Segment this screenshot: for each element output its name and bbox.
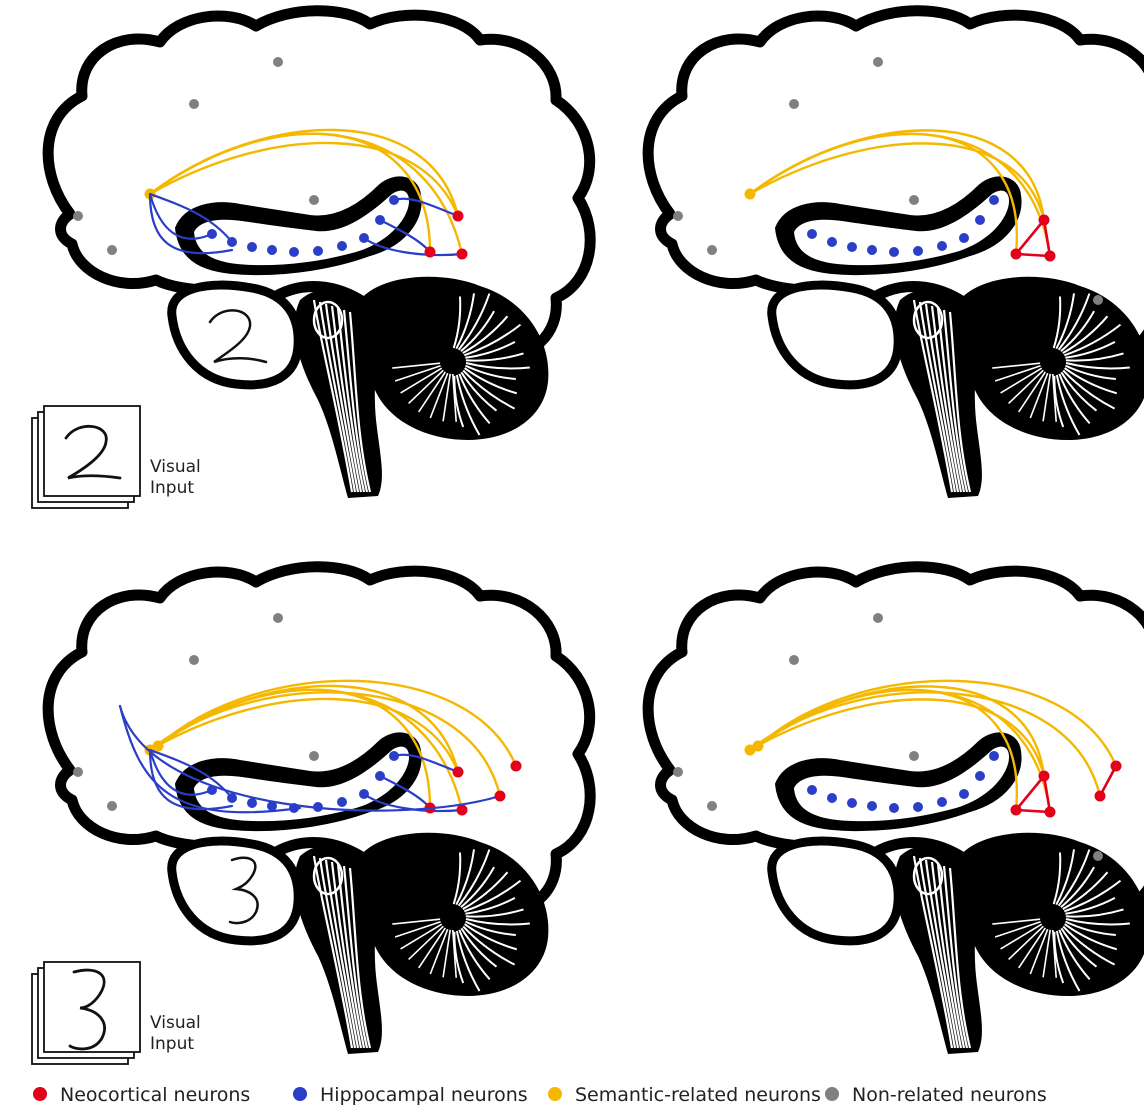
p2-hippocampal-neuron xyxy=(807,229,817,239)
p4-hippocampal-neuron xyxy=(847,798,857,808)
p3-nonrelated-neuron xyxy=(273,613,283,623)
p3-hippocampal-neuron xyxy=(337,797,347,807)
p4-hippocampal-neuron xyxy=(807,785,817,795)
p3-visual-input-frame xyxy=(44,962,140,1052)
p1-nonrelated-neuron xyxy=(73,211,83,221)
legend-hippocampal-marker xyxy=(293,1087,307,1101)
p2-neocortical-neuron xyxy=(1039,215,1050,226)
p1-visual-input-frame xyxy=(44,406,140,496)
p4-nonrelated-neuron xyxy=(707,801,717,811)
p4-thalamus xyxy=(772,841,898,941)
p1-hippocampal-neuron xyxy=(247,242,257,252)
p2-thalamus xyxy=(772,285,898,385)
p2-hippocampal-neuron xyxy=(827,237,837,247)
p3-hippocampal-neuron xyxy=(247,798,257,808)
p4-nonrelated-neuron xyxy=(789,655,799,665)
legend-neocortical-label: Neocortical neurons xyxy=(60,1084,250,1106)
p4-nonrelated-neuron xyxy=(673,767,683,777)
legend: Neocortical neurons Hippocampal neurons Se… xyxy=(33,1084,1047,1106)
panel-p3: VisualInput xyxy=(32,567,590,1064)
p2-nonrelated-neuron xyxy=(873,57,883,67)
panel-p1: VisualInput xyxy=(32,11,590,508)
p1-visual-input-label-line2: Input xyxy=(150,478,194,498)
p3-nonrelated-neuron xyxy=(73,767,83,777)
panels-layer: VisualInputVisualInput xyxy=(32,11,1144,1064)
p1-neocortical-neuron xyxy=(453,211,464,222)
p1-nonrelated-neuron xyxy=(273,57,283,67)
p1-hippocampal-neuron xyxy=(267,245,277,255)
p1-thalamus xyxy=(172,285,298,385)
p2-hippocampal-neuron xyxy=(959,233,969,243)
legend-semantic-label: Semantic-related neurons xyxy=(575,1084,821,1106)
p1-nonrelated-neuron xyxy=(107,245,117,255)
p3-thalamus xyxy=(172,841,298,941)
p3-neocortical-neuron xyxy=(453,767,464,778)
p3-visual-input: VisualInput xyxy=(32,962,201,1064)
p4-neocortical-neuron xyxy=(1039,771,1050,782)
p4-hippocampal-neuron xyxy=(975,771,985,781)
legend-hippocampal-label: Hippocampal neurons xyxy=(320,1084,528,1106)
legend-item-hippocampal: Hippocampal neurons xyxy=(293,1084,528,1106)
p2-hippocampal-neuron xyxy=(889,247,899,257)
p2-hippocampal-neuron xyxy=(847,242,857,252)
p1-hippocampal-neuron xyxy=(289,247,299,257)
p4-hippocampal-neuron xyxy=(913,802,923,812)
p1-neocortical-neuron xyxy=(457,249,468,260)
p3-neocortical-neuron xyxy=(495,791,506,802)
panel-p4 xyxy=(648,567,1144,1054)
p4-hippocampal-neuron xyxy=(937,797,947,807)
p4-nonrelated-neuron xyxy=(1093,851,1103,861)
p4-hippocampal-neuron xyxy=(889,803,899,813)
p3-visual-input-label-line1: Visual xyxy=(150,1013,201,1033)
p4-hippocampal-neuron xyxy=(867,801,877,811)
p2-nonrelated-neuron xyxy=(673,211,683,221)
p3-visual-input-label-line2: Input xyxy=(150,1034,194,1054)
p1-visual-input-label-line1: Visual xyxy=(150,457,201,477)
legend-nonrelated-marker xyxy=(825,1087,839,1101)
p2-hippocampal-neuron xyxy=(989,195,999,205)
p2-hippocampal-neuron xyxy=(867,245,877,255)
p2-neocortical-neuron xyxy=(1045,251,1056,262)
p1-hippocampal-neuron xyxy=(313,246,323,256)
legend-item-neocortical: Neocortical neurons xyxy=(33,1084,250,1106)
legend-neocortical-marker xyxy=(33,1087,47,1101)
p4-hippocampal-neuron xyxy=(959,789,969,799)
p4-nonrelated-neuron xyxy=(909,751,919,761)
p4-neocortical-neuron xyxy=(1011,805,1022,816)
p2-nonrelated-neuron xyxy=(1093,295,1103,305)
p4-nonrelated-neuron xyxy=(873,613,883,623)
p3-nonrelated-neuron xyxy=(107,801,117,811)
p4-neocortical-neuron xyxy=(1111,761,1122,772)
p2-hippocampal-neuron xyxy=(913,246,923,256)
legend-item-semantic: Semantic-related neurons xyxy=(548,1084,821,1106)
p1-hippocampal-neuron xyxy=(337,241,347,251)
p2-semantic-neuron xyxy=(745,189,756,200)
p1-nonrelated-neuron xyxy=(309,195,319,205)
legend-semantic-marker xyxy=(548,1087,562,1101)
p4-neocortical-neuron xyxy=(1095,791,1106,802)
p3-nonrelated-neuron xyxy=(189,655,199,665)
p3-neocortical-neuron xyxy=(511,761,522,772)
legend-item-nonrelated: Non-related neurons xyxy=(825,1084,1047,1106)
p4-hippocampal-neuron xyxy=(827,793,837,803)
p2-nonrelated-neuron xyxy=(707,245,717,255)
p4-hippocampal-neuron xyxy=(989,751,999,761)
p2-hippocampal-neuron xyxy=(937,241,947,251)
p1-neocortical-neuron xyxy=(425,247,436,258)
p3-nonrelated-neuron xyxy=(309,751,319,761)
p2-hippocampal-neuron xyxy=(975,215,985,225)
p2-nonrelated-neuron xyxy=(909,195,919,205)
legend-nonrelated-label: Non-related neurons xyxy=(852,1084,1047,1106)
p1-nonrelated-neuron xyxy=(189,99,199,109)
p1-visual-input: VisualInput xyxy=(32,406,201,508)
panel-p2 xyxy=(648,11,1144,498)
p4-neocortical-neuron xyxy=(1045,807,1056,818)
p2-nonrelated-neuron xyxy=(789,99,799,109)
p2-neocortical-neuron xyxy=(1011,249,1022,260)
